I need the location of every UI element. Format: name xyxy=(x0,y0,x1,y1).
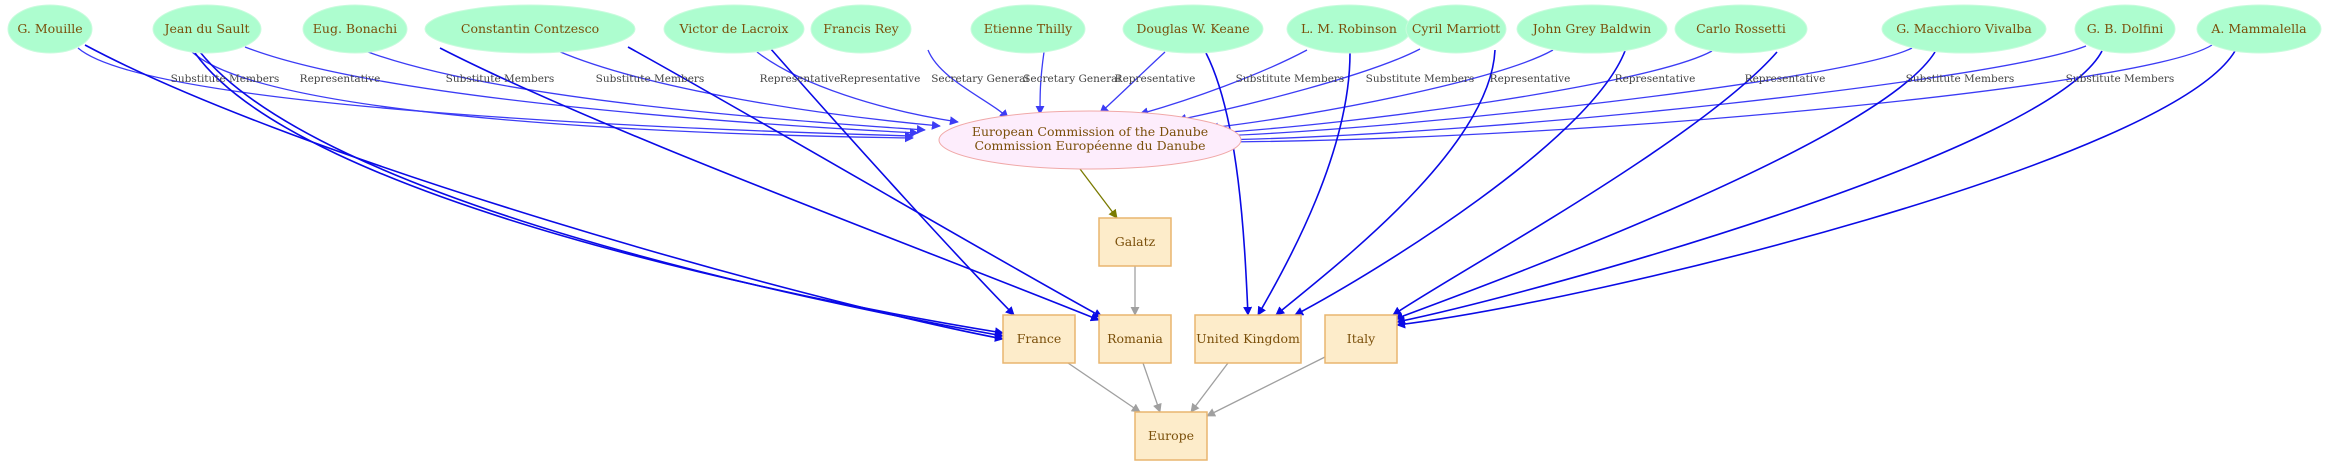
nationality-edge-bonachi-romania xyxy=(439,47,1100,322)
node-label: Romania xyxy=(1107,331,1163,346)
place-edge-romania-europe xyxy=(1142,362,1162,413)
node-label: Jean du Sault xyxy=(163,21,250,36)
node-label: G. Macchioro Vivalba xyxy=(1896,21,2032,36)
membership-edge-mouille xyxy=(77,47,914,141)
membership-edge-robinson xyxy=(1139,49,1308,117)
edge-label: Substitute Members xyxy=(446,73,555,85)
membership-edge-keane xyxy=(1099,51,1166,114)
location-edge-commission-galatz xyxy=(1079,168,1118,219)
node-label: Victor de Lacroix xyxy=(679,21,789,36)
edge-label: Representative xyxy=(1745,73,1826,85)
edge-label: Representative xyxy=(1615,73,1696,85)
edge-label: Representative xyxy=(300,73,381,85)
node-label: Galatz xyxy=(1115,234,1156,249)
membership-edge-vivalba xyxy=(1214,47,1913,141)
node-g-macchioro-vivalba[interactable]: G. Macchioro Vivalba xyxy=(1881,4,2047,54)
place-edge-uk-europe xyxy=(1190,362,1229,413)
node-romania[interactable]: Romania xyxy=(1098,314,1172,364)
membership-edge-dusault xyxy=(244,46,919,138)
node-g-b-dolfini[interactable]: G. B. Dolfini xyxy=(2074,4,2176,54)
node-cyril-marriott[interactable]: Cyril Marriott xyxy=(1405,4,1507,54)
node-label-line1: European Commission of the Danube xyxy=(972,124,1208,139)
node-label: Constantin Contzesco xyxy=(461,21,599,36)
node-label: Europe xyxy=(1148,428,1194,443)
node-france[interactable]: France xyxy=(1002,314,1076,364)
edge-label: Substitute Members xyxy=(171,73,280,85)
node-victor-de-lacroix[interactable]: Victor de Lacroix xyxy=(663,4,805,54)
node-label: G. Mouille xyxy=(17,21,82,36)
node-john-grey-baldwin[interactable]: John Grey Baldwin xyxy=(1516,4,1668,54)
node-etienne-thilly[interactable]: Etienne Thilly xyxy=(970,4,1086,54)
membership-edge-lacroix xyxy=(756,51,959,126)
place-edge-italy-europe xyxy=(1206,356,1326,417)
membership-edge-dusault xyxy=(189,49,914,143)
edge-label: Substitute Members xyxy=(1906,73,2015,85)
node-label: Cyril Marriott xyxy=(1412,21,1500,36)
node-label: A. Mammalella xyxy=(2210,21,2307,36)
edges-layer xyxy=(77,44,2236,417)
edge-label: Substitute Members xyxy=(1236,73,1345,85)
node-constantin-contzesco[interactable]: Constantin Contzesco xyxy=(424,4,636,54)
edge-label: Substitute Members xyxy=(596,73,705,85)
node-label: Carlo Rossetti xyxy=(1696,21,1786,36)
nationality-edge-dusault-france xyxy=(194,52,1004,337)
node-label: Italy xyxy=(1347,331,1376,346)
node-label: Etienne Thilly xyxy=(984,21,1073,36)
node-italy[interactable]: Italy xyxy=(1324,314,1398,364)
membership-edge-thilly xyxy=(1035,51,1045,115)
node-europe[interactable]: Europe xyxy=(1134,411,1208,461)
nationality-edge-lacroix-france xyxy=(769,47,1015,316)
node-a-mammalella[interactable]: A. Mammalella xyxy=(2196,4,2322,54)
node-jean-du-sault[interactable]: Jean du Sault xyxy=(152,4,262,54)
node-eug-bonachi[interactable]: Eug. Bonachi xyxy=(302,4,408,54)
edge-label: Substitute Members xyxy=(2066,73,2175,85)
nationality-edge-vivalba-italy xyxy=(1394,51,1936,321)
node-label: Douglas W. Keane xyxy=(1136,21,1249,36)
node-galatz[interactable]: Galatz xyxy=(1098,217,1172,267)
edge-label: Representative xyxy=(1490,73,1571,85)
edge-labels-layer: Substitute Members Representative Substitu… xyxy=(171,73,2175,85)
edge-label: Representative xyxy=(1115,73,1196,85)
node-douglas-w-keane[interactable]: Douglas W. Keane xyxy=(1122,4,1264,54)
edge-label: Secretary General xyxy=(931,73,1029,85)
nationality-edge-contzesco-romania xyxy=(627,46,1103,318)
nodes-layer: G. Mouille Jean du Sault Eug. Bonachi Co… xyxy=(7,4,2322,461)
nationality-edge-mammalella-italy xyxy=(1396,50,2236,329)
node-label: G. B. Dolfini xyxy=(2087,21,2164,36)
node-european-commission-of-the-danube[interactable]: European Commission of the Danube Commis… xyxy=(938,110,1242,170)
nationality-edge-dusault-france xyxy=(199,51,1004,340)
edge-label: Secretary General xyxy=(1023,73,1121,85)
node-united-kingdom[interactable]: United Kingdom xyxy=(1194,314,1302,364)
node-label: Francis Rey xyxy=(823,21,899,36)
nationality-edge-keane-uk xyxy=(1205,52,1253,316)
place-edge-france-europe xyxy=(1067,362,1141,413)
membership-edge-contzesco xyxy=(557,50,941,130)
membership-edge-dolfini xyxy=(1215,45,2087,145)
nationality-edge-rossetti-italy xyxy=(1392,51,1778,316)
nationality-edge-dolfini-italy xyxy=(1396,50,2103,325)
membership-edge-rey xyxy=(927,49,1009,119)
node-carlo-rossetti[interactable]: Carlo Rossetti xyxy=(1674,4,1808,54)
node-g-mouille[interactable]: G. Mouille xyxy=(7,4,93,54)
nationality-edge-baldwin-uk xyxy=(1294,50,1626,316)
edge-label: Substitute Members xyxy=(1366,73,1475,85)
node-francis-rey[interactable]: Francis Rey xyxy=(810,4,912,54)
node-label: Eug. Bonachi xyxy=(313,21,397,36)
node-label: L. M. Robinson xyxy=(1301,21,1397,36)
node-label: United Kingdom xyxy=(1196,331,1300,346)
node-label: France xyxy=(1017,331,1062,346)
node-label-line2: Commission Européenne du Danube xyxy=(974,138,1205,153)
edge-label: Representative xyxy=(760,73,841,85)
nationality-edge-marriott-uk xyxy=(1275,49,1496,316)
membership-edge-baldwin xyxy=(1209,49,1554,132)
membership-edge-rossetti xyxy=(1212,50,1713,138)
membership-edge-marriott xyxy=(1177,48,1421,123)
node-l-m-robinson[interactable]: L. M. Robinson xyxy=(1286,4,1412,54)
edge-label: Representative xyxy=(840,73,921,85)
nationality-edge-robinson-uk xyxy=(1257,52,1351,316)
membership-edge-mammalella xyxy=(1216,44,2213,147)
membership-edge-bonachi xyxy=(367,51,926,134)
node-label: John Grey Baldwin xyxy=(1531,21,1651,36)
